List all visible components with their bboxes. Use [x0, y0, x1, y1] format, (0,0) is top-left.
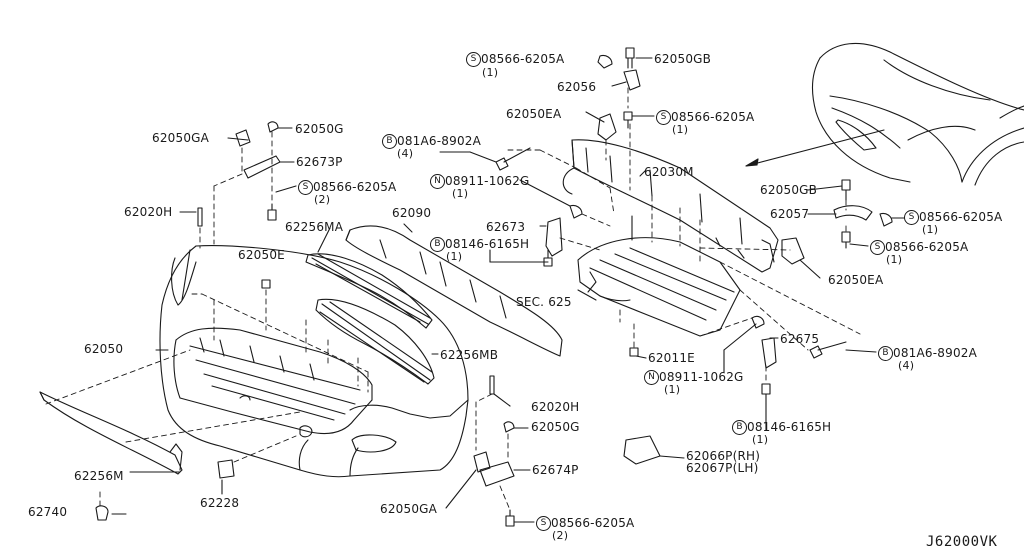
part-62256MA: 62256MA	[285, 220, 344, 234]
bracket-62050EA-top	[597, 113, 617, 141]
bracket-62674P	[479, 461, 515, 487]
fastener-b4-code: 08146-6165H	[747, 420, 832, 434]
part-62090: 62090	[392, 206, 432, 220]
screw-symbol: S	[904, 210, 919, 225]
bumper-fascia-shape	[159, 245, 469, 478]
leader-lines	[111, 57, 905, 523]
screw-symbol: S	[298, 180, 313, 195]
assembly-dashed-lines	[45, 87, 861, 511]
part-62675: 62675	[780, 332, 820, 346]
part-62050EA-top: 62050EA	[506, 107, 562, 121]
bolt-symbol: B	[430, 237, 445, 252]
nut-symbol: N	[430, 174, 445, 189]
part-62050GB-top: 62050GB	[654, 52, 712, 66]
fastener-s3-qty: (2)	[314, 193, 331, 206]
part-62050GB-right: 62050GB	[760, 183, 818, 197]
part-62050GA-bottom: 62050GA	[380, 502, 438, 516]
fastener-b3-qty: (4)	[898, 359, 915, 372]
fastener-b1-code: 081A6-8902A	[397, 134, 482, 148]
bolt-symbol: B	[732, 420, 747, 435]
fastener-n2-code: 08911-1062G	[659, 370, 744, 384]
section-ref-625: SEC. 625	[516, 295, 572, 309]
clip-62050GA-bottom	[473, 451, 491, 473]
reinforcement-beam-shape	[562, 139, 779, 273]
fastener-s5-qty: (1)	[886, 253, 903, 266]
fastener-s6-code: 08566-6205A	[551, 516, 635, 530]
bolt-symbol: B	[382, 134, 397, 149]
part-62050GA-left: 62050GA	[152, 131, 210, 145]
upper-grille-shape	[305, 253, 433, 329]
part-62256MB: 62256MB	[440, 348, 499, 362]
fastener-b3-code: 081A6-8902A	[893, 346, 978, 360]
part-62050G-left: 62050G	[295, 122, 344, 136]
car-silhouette	[811, 42, 1024, 186]
fastener-s1-qty: (1)	[482, 66, 499, 79]
insulator-62066P	[623, 435, 661, 465]
part-62050EA-right: 62050EA	[828, 273, 884, 287]
car-pointer-arrow	[745, 129, 885, 167]
fastener-s2-qty: (1)	[672, 123, 689, 136]
part-62673P: 62673P	[296, 155, 343, 169]
fastener-s4-code: 08566-6205A	[919, 210, 1003, 224]
lower-grille-shape	[315, 298, 435, 385]
diagram-code: J62000VK	[926, 534, 998, 550]
part-62740: 62740	[28, 505, 68, 519]
fastener-s6-qty: (2)	[552, 529, 569, 542]
under-cover-shape	[577, 237, 741, 337]
cap-62228	[217, 459, 235, 479]
energy-absorber-shape	[345, 225, 563, 357]
fastener-n1-code: 08911-1062G	[445, 174, 530, 188]
bracket-62057	[833, 205, 873, 221]
part-62674P: 62674P	[532, 463, 579, 477]
fastener-b2-qty: (1)	[446, 250, 463, 263]
fastener-b4-qty: (1)	[752, 433, 769, 446]
clip-62050GA-left	[235, 129, 251, 147]
fastener-b1-qty: (4)	[397, 147, 414, 160]
fastener-s3-code: 08566-6205A	[313, 180, 397, 194]
bolt-symbol: B	[878, 346, 893, 361]
fastener-b2-code: 08146-6165H	[445, 237, 530, 251]
fastener-s2-code: 08566-6205A	[671, 110, 755, 124]
screw-symbol: S	[466, 52, 481, 67]
fastener-n2-qty: (1)	[664, 383, 681, 396]
screw-symbol: S	[870, 240, 885, 255]
part-62011E: 62011E	[648, 351, 695, 365]
bracket-62673P	[243, 155, 281, 179]
part-62020H-mid: 62020H	[531, 400, 580, 414]
part-62256M: 62256M	[74, 469, 124, 483]
part-62228: 62228	[200, 496, 240, 510]
screw-symbol: S	[656, 110, 671, 125]
part-62673: 62673	[486, 220, 526, 234]
part-62056: 62056	[557, 80, 597, 94]
fastener-icons	[95, 47, 893, 527]
nut-symbol: N	[644, 370, 659, 385]
lip-spoiler-shape	[39, 391, 183, 475]
fastener-s1-code: 08566-6205A	[481, 52, 565, 66]
bracket-62675	[761, 337, 777, 369]
part-62067P: 62067P(LH)	[686, 461, 759, 475]
bracket-62056	[623, 69, 641, 91]
part-62020H-left: 62020H	[124, 205, 173, 219]
fastener-s4-qty: (1)	[922, 223, 939, 236]
fastener-s5-code: 08566-6205A	[885, 240, 969, 254]
part-62057: 62057	[770, 207, 810, 221]
part-62066P: 62066P(RH)	[686, 449, 761, 463]
part-62050E: 62050E	[238, 248, 285, 262]
part-62030M: 62030M	[644, 165, 694, 179]
part-62050: 62050	[84, 342, 124, 356]
bracket-62050EA-right	[781, 237, 805, 265]
part-62050G-mid: 62050G	[531, 420, 580, 434]
fastener-n1-qty: (1)	[452, 187, 469, 200]
screw-symbol: S	[536, 516, 551, 531]
bracket-62673	[545, 217, 563, 257]
